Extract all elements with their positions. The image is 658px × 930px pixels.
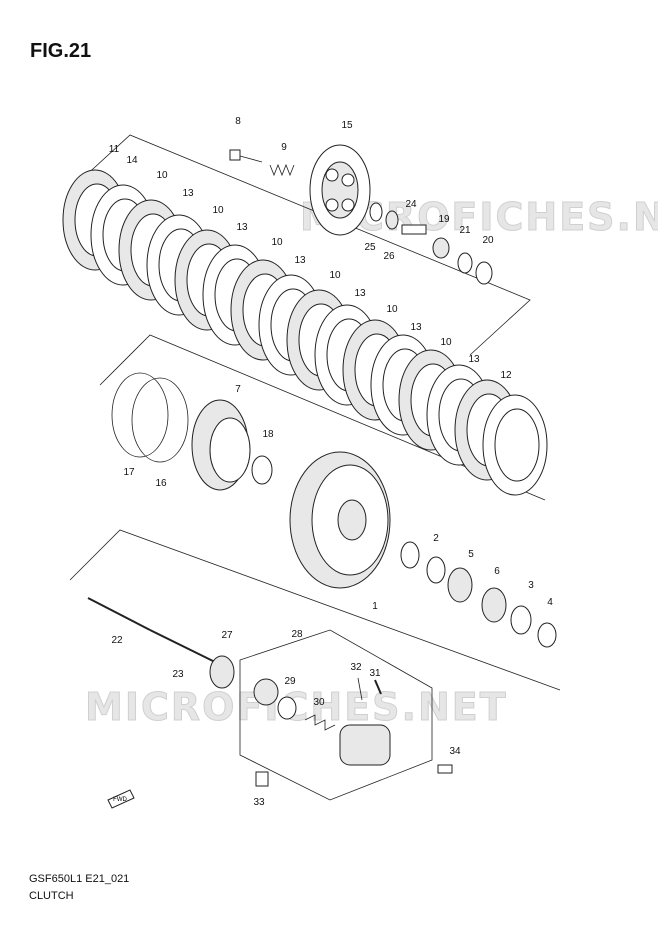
clutch-bolt (229, 149, 263, 163)
callout-17: 17 (123, 467, 135, 478)
callout-13: 13 (410, 322, 422, 333)
callout-23: 23 (172, 669, 184, 680)
callout-20: 20 (482, 235, 494, 246)
callout-21: 21 (459, 225, 471, 236)
callout-33: 33 (253, 797, 265, 808)
callout-13: 13 (182, 188, 194, 199)
figure-title: FIG.21 (30, 40, 92, 62)
callout-5: 5 (468, 549, 474, 560)
callout-10: 10 (271, 237, 283, 248)
callout-28: 28 (291, 629, 303, 640)
callout-8: 8 (235, 116, 241, 127)
callout-14: 14 (126, 155, 138, 166)
release-assembly (253, 677, 453, 787)
callout-18: 18 (262, 429, 274, 440)
callout-2: 2 (433, 533, 439, 544)
callout-13: 13 (294, 255, 306, 266)
clutch-spring (269, 163, 295, 177)
clutch-plate-stack (62, 169, 548, 496)
callout-30: 30 (313, 697, 325, 708)
callout-32: 32 (350, 662, 362, 673)
callout-29: 29 (284, 676, 296, 687)
callout-10: 10 (156, 170, 168, 181)
callout-22: 22 (111, 635, 123, 646)
callout-12: 12 (500, 370, 512, 381)
callout-19: 19 (438, 214, 450, 225)
callout-7: 7 (235, 384, 241, 395)
callout-24: 24 (405, 199, 417, 210)
figure-footer: GSF650L1 E21_021 CLUTCH (29, 871, 129, 905)
plate-inner-ring (494, 408, 540, 482)
callout-13: 13 (236, 222, 248, 233)
callout-10: 10 (440, 337, 452, 348)
callout-labels: 8 9 15 11 14 10 13 10 13 10 13 10 13 10 … (109, 116, 553, 808)
callout-1: 1 (372, 601, 378, 612)
callout-11: 11 (109, 144, 120, 155)
callout-10: 10 (212, 205, 224, 216)
callout-27: 27 (221, 630, 233, 641)
hub-parts (111, 372, 273, 491)
watermark-bottom: MICROFICHES.NET (85, 685, 508, 729)
push-rods (87, 597, 235, 689)
callout-6: 6 (494, 566, 500, 577)
callout-25: 25 (364, 242, 376, 253)
callout-34: 34 (449, 746, 461, 757)
fwd-arrow-icon: FWD (107, 789, 135, 809)
figure-caption: CLUTCH (29, 890, 74, 902)
callout-26: 26 (383, 251, 395, 262)
callout-13: 13 (468, 354, 480, 365)
svg-text:FWD: FWD (113, 797, 127, 803)
release-parts (369, 202, 493, 285)
callout-15: 15 (341, 120, 353, 131)
gear-bearings (400, 541, 557, 648)
callout-10: 10 (386, 304, 398, 315)
callout-4: 4 (547, 597, 553, 608)
callout-16: 16 (155, 478, 167, 489)
callout-10: 10 (329, 270, 341, 281)
callout-13: 13 (354, 288, 366, 299)
callout-3: 3 (528, 580, 534, 591)
primary-driven-gear (289, 451, 391, 589)
pressure-plate (309, 144, 371, 236)
figure-code: GSF650L1 E21_021 (29, 873, 130, 885)
callout-31: 31 (369, 668, 381, 679)
callout-9: 9 (281, 142, 287, 153)
